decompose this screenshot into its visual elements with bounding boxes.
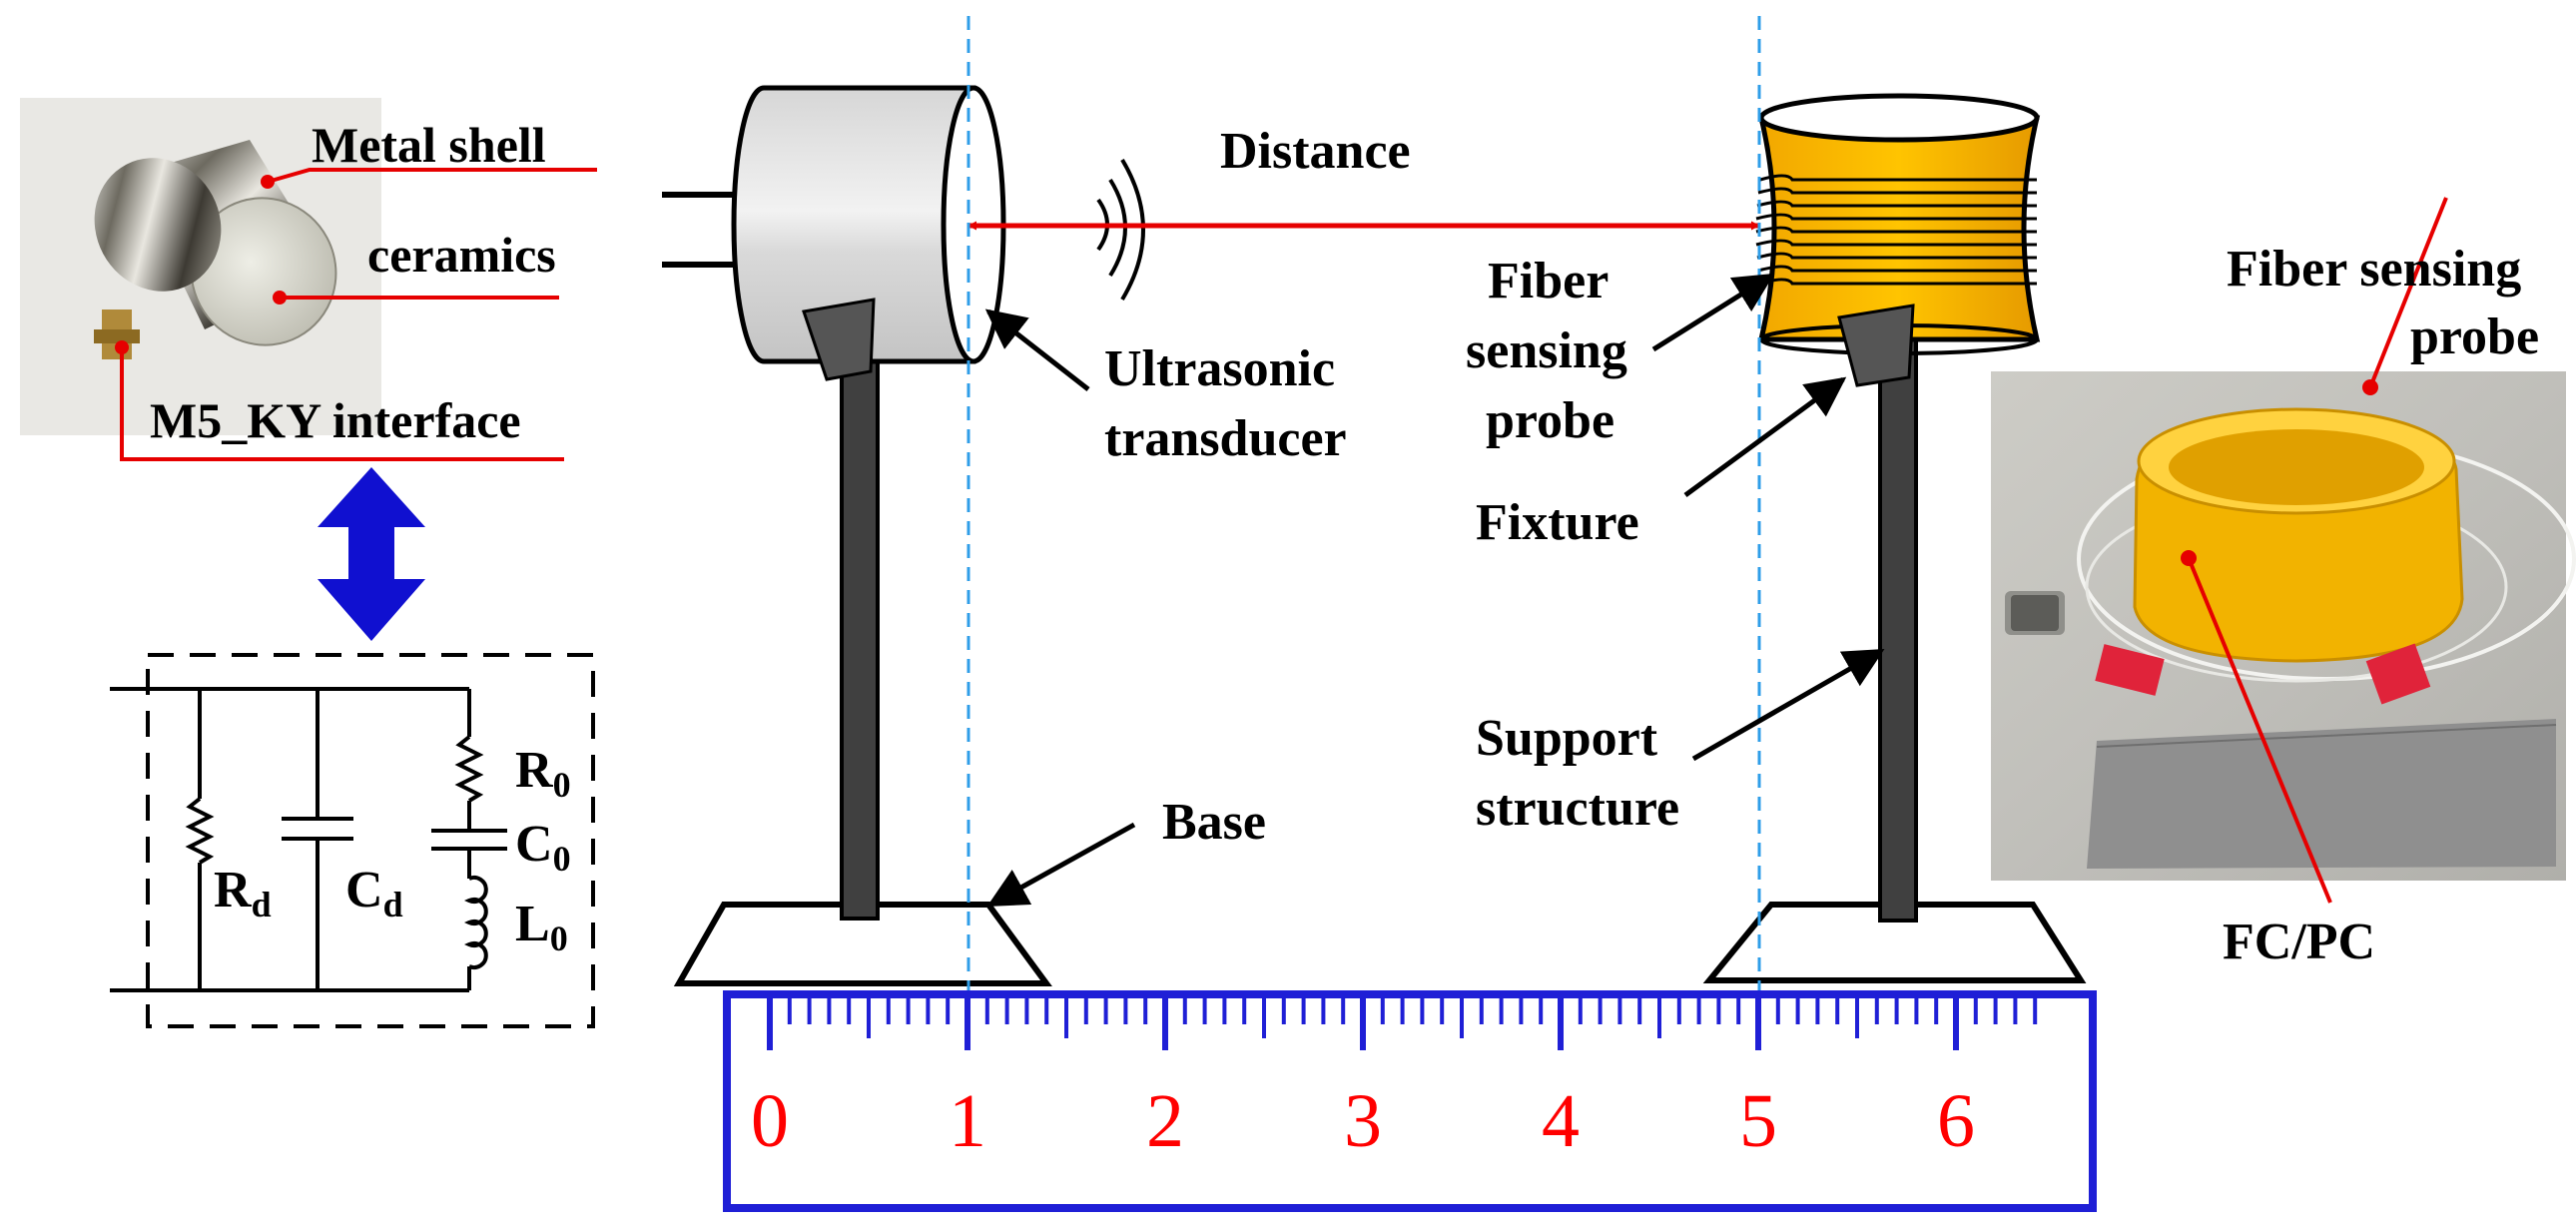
ruler: 0 1 2 3 4 5 6	[723, 990, 2097, 1212]
cd-label: Cd	[345, 862, 403, 924]
setup-annotations: Ultrasonic transducer Base Fiber sensing…	[984, 253, 1885, 908]
support-label-line1: Support	[1476, 710, 1658, 767]
base-label: Base	[1162, 794, 1266, 851]
c0-label: C0	[515, 816, 571, 879]
probe-photo-title-line1: Fiber sensing	[2227, 241, 2521, 298]
ruler-numbers: 0 1 2 3 4 5 6	[751, 1079, 1975, 1163]
right-support-rod	[1878, 327, 1918, 923]
probe-leader	[2368, 197, 2448, 388]
capacitor-cd	[282, 689, 353, 990]
transducer-stand	[662, 85, 1052, 986]
fixture-pointer	[1683, 376, 1847, 498]
circuit-labels: Rd Cd R0 C0 L0	[214, 742, 571, 958]
left-base	[673, 902, 1052, 986]
sound-waves	[1096, 158, 1145, 302]
probe-photo-title-line2: probe	[2410, 308, 2539, 365]
probe-stand	[1702, 93, 2087, 983]
ultrasonic-transducer	[662, 85, 1006, 364]
interface-text: M5_KY interface	[150, 392, 521, 448]
right-fixture	[1837, 304, 1915, 387]
rd-label: Rd	[214, 862, 272, 924]
left-support-rod	[840, 337, 880, 921]
transducer-photo-body	[94, 140, 337, 359]
circuit-dashed-box	[146, 653, 595, 1028]
fcpc-label: FC/PC	[2223, 914, 2375, 970]
probe-photo-content	[2005, 407, 2576, 869]
r0-label: R0	[515, 742, 571, 805]
fixture-label: Fixture	[1476, 494, 1639, 551]
probe-label-line3: probe	[1486, 392, 1614, 449]
support-label-line2: structure	[1476, 780, 1679, 837]
left-fixture	[802, 298, 876, 381]
ceramics-text: ceramics	[367, 227, 556, 283]
fiber-sensing-probe-drawing	[1755, 93, 2041, 355]
distance-label: Distance	[1220, 123, 1411, 180]
ruler-ticks	[767, 998, 2038, 1050]
transducer-label-line1: Ultrasonic	[1104, 340, 1335, 397]
ruler-number: 0	[751, 1079, 789, 1163]
probe-label-line1: Fiber	[1488, 253, 1609, 309]
series-branch-r0-c0-l0	[431, 689, 507, 990]
base-pointer	[986, 822, 1136, 908]
ruler-number: 1	[949, 1079, 986, 1163]
probe-label-line2: sensing	[1466, 322, 1627, 379]
interface-label: M5_KY interface	[115, 340, 564, 461]
support-pointer	[1691, 648, 1885, 762]
ruler-frame	[723, 990, 2097, 1212]
fiber-coil	[1755, 174, 2037, 286]
ruler-number: 3	[1344, 1079, 1382, 1163]
l0-label: L0	[515, 896, 568, 958]
ruler-number: 2	[1146, 1079, 1184, 1163]
metal-shell-text: Metal shell	[312, 117, 546, 173]
equivalent-circuit	[110, 653, 595, 1028]
probe-photo: Fiber sensing probe FC/PC	[1991, 197, 2576, 970]
ruler-number: 6	[1937, 1079, 1975, 1163]
right-base	[1702, 902, 2087, 983]
fcpc-leader	[2187, 557, 2332, 904]
probe-pointer	[1651, 273, 1775, 352]
transducer-pointer	[984, 308, 1090, 391]
equivalence-double-arrow	[318, 467, 425, 641]
position-guide-lines	[961, 16, 1767, 1022]
metal-shell-label: Metal shell	[261, 117, 597, 189]
resistor-rd	[185, 689, 215, 990]
distance-arrow: Distance	[967, 123, 1760, 231]
ceramics-label: ceramics	[273, 227, 559, 305]
transducer-photo: Metal shell ceramics M5_KY interface	[20, 98, 597, 461]
ruler-number: 4	[1542, 1079, 1580, 1163]
transducer-label-line2: transducer	[1104, 410, 1347, 467]
ruler-number: 5	[1739, 1079, 1777, 1163]
